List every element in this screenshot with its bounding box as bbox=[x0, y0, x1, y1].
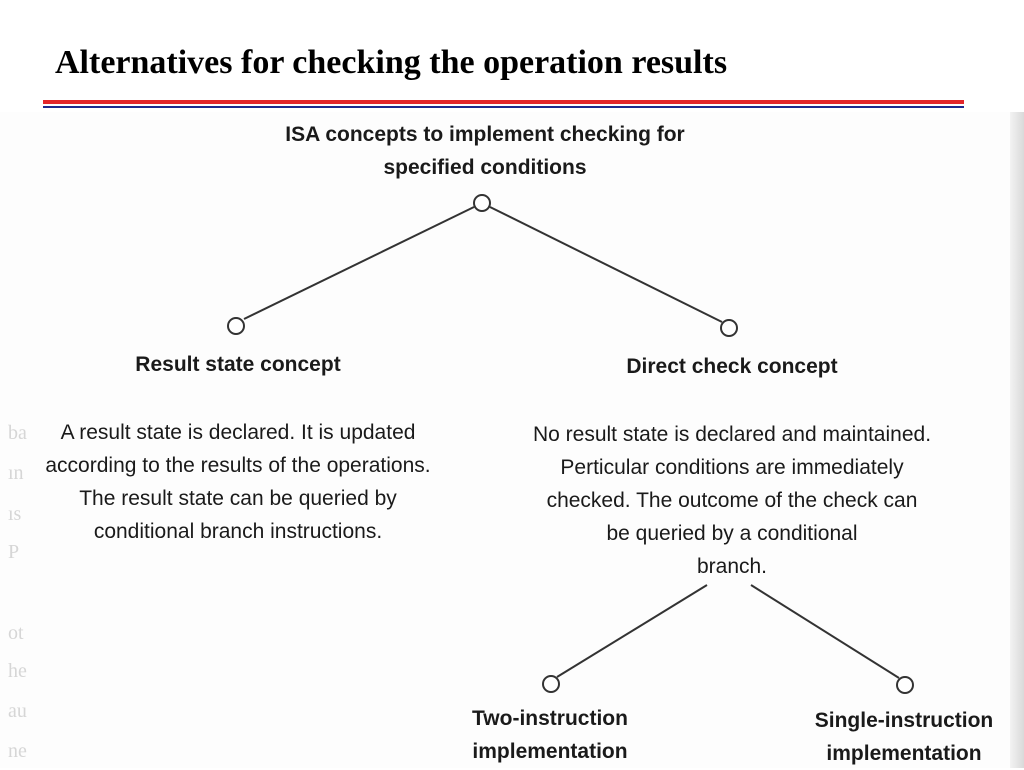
title-divider-red bbox=[43, 100, 964, 104]
sub-label-line: implementation bbox=[826, 742, 982, 765]
description-line: A result state is declared. It is update… bbox=[60, 421, 416, 444]
sub-label-line: Two-instruction bbox=[472, 707, 628, 730]
bleed-through-mark: P bbox=[8, 541, 20, 563]
bleed-through-mark: ıs bbox=[8, 503, 22, 525]
description-line: The result state can be queried by bbox=[79, 487, 397, 510]
page-title: Alternatives for checking the operation … bbox=[55, 44, 728, 81]
node-two-instruction bbox=[542, 675, 560, 693]
direct-check-heading: Direct check concept bbox=[626, 355, 838, 378]
scanned-figure-background bbox=[0, 112, 1024, 768]
edge-direct-single bbox=[750, 584, 900, 679]
edge-root-left bbox=[243, 206, 475, 320]
bleed-through-mark: ne bbox=[8, 740, 27, 762]
scan-page-edge bbox=[1010, 112, 1024, 768]
result-state-description: A result state is declared. It is update… bbox=[8, 416, 468, 548]
bleed-through-mark: au bbox=[8, 700, 27, 722]
description-line: No result state is declared and maintain… bbox=[532, 423, 932, 446]
description-line: according to the results of the operatio… bbox=[45, 454, 431, 477]
description-line: be queried by a conditional bbox=[606, 522, 858, 545]
single-instruction-label: Single-instruction implementation bbox=[789, 704, 1019, 770]
bleed-through-mark: he bbox=[8, 660, 27, 682]
edge-direct-two bbox=[556, 584, 708, 678]
edge-root-right bbox=[489, 206, 723, 323]
sub-label-line: implementation bbox=[472, 740, 628, 763]
description-line: Perticular conditions are immediately bbox=[560, 456, 904, 479]
node-single-instruction bbox=[896, 676, 914, 694]
two-instruction-label: Two-instruction implementation bbox=[430, 702, 670, 768]
bleed-through-mark: ın bbox=[8, 462, 24, 484]
root-label-line: specified conditions bbox=[383, 156, 587, 179]
node-root bbox=[473, 194, 491, 212]
bleed-through-mark: ot bbox=[8, 622, 24, 644]
sub-label-line: Single-instruction bbox=[814, 709, 994, 732]
description-line: conditional branch instructions. bbox=[93, 520, 383, 543]
result-state-heading: Result state concept bbox=[135, 353, 341, 376]
title-divider-blue bbox=[43, 106, 964, 108]
node-result-state bbox=[227, 317, 245, 335]
description-line: checked. The outcome of the check can bbox=[546, 489, 918, 512]
description-line: branch. bbox=[696, 555, 768, 578]
bleed-through-mark: ba bbox=[8, 422, 27, 444]
root-label-line: ISA concepts to implement checking for bbox=[285, 123, 685, 146]
direct-check-description: No result state is declared and maintain… bbox=[492, 418, 972, 583]
root-concept-label: ISA concepts to implement checking for s… bbox=[245, 118, 725, 184]
node-direct-check bbox=[720, 319, 738, 337]
